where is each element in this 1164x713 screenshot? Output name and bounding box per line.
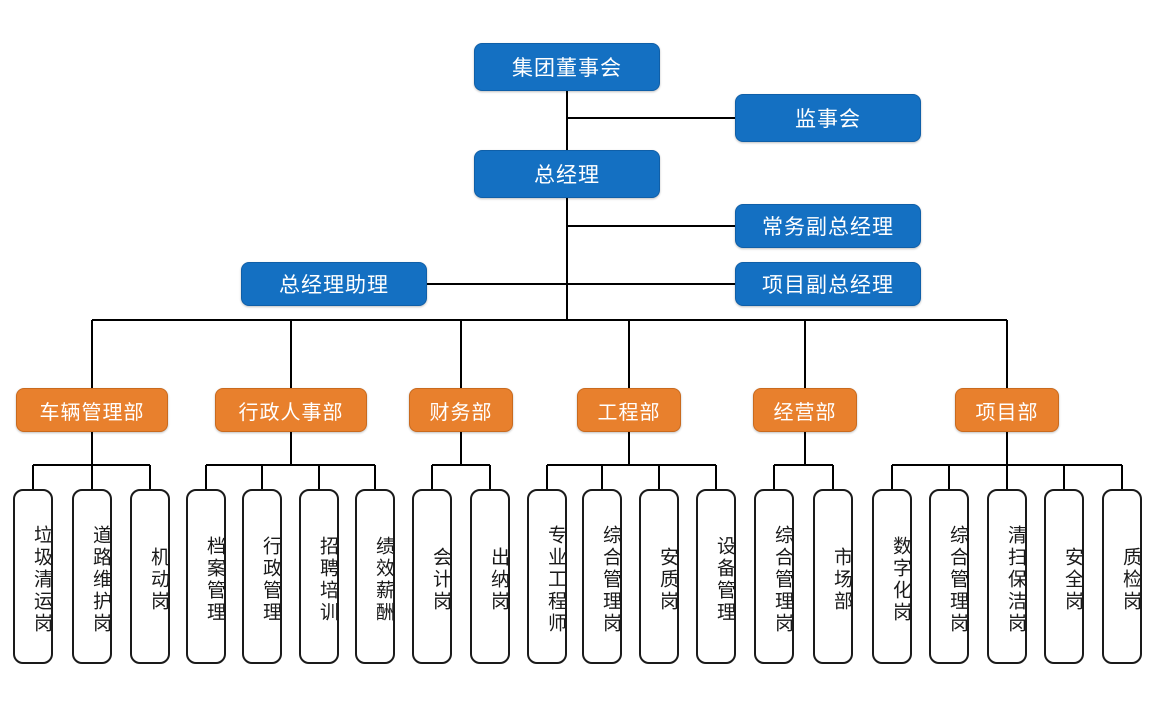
- position-label: 专业工程师: [545, 524, 566, 635]
- node-label: 常务副总经理: [762, 216, 894, 239]
- node-board[interactable]: 集团董事会: [474, 43, 660, 91]
- position-label: 安质岗: [657, 546, 678, 613]
- position-garbage-transport[interactable]: 垃圾清运岗: [13, 489, 53, 664]
- position-label: 机动岗: [148, 546, 169, 613]
- dept-engineering[interactable]: 工程部: [577, 388, 681, 432]
- dept-label: 项目部: [975, 401, 1039, 424]
- position-cashier[interactable]: 出纳岗: [470, 489, 510, 664]
- position-archive-management[interactable]: 档案管理: [186, 489, 226, 664]
- position-label: 综合管理岗: [600, 524, 621, 635]
- node-executive-deputy-gm[interactable]: 常务副总经理: [735, 204, 921, 248]
- position-operations-general-management[interactable]: 综合管理岗: [754, 489, 794, 664]
- position-safety-quality[interactable]: 安质岗: [639, 489, 679, 664]
- position-digitalization[interactable]: 数字化岗: [872, 489, 912, 664]
- position-recruitment-training[interactable]: 招聘培训: [299, 489, 339, 664]
- position-performance-compensation[interactable]: 绩效薪酬: [355, 489, 395, 664]
- position-label: 出纳岗: [488, 546, 509, 613]
- position-professional-engineer[interactable]: 专业工程师: [527, 489, 567, 664]
- dept-operations[interactable]: 经营部: [753, 388, 857, 432]
- dept-label: 车辆管理部: [39, 401, 145, 424]
- position-label: 行政管理: [260, 535, 281, 624]
- dept-finance[interactable]: 财务部: [409, 388, 513, 432]
- dept-project[interactable]: 项目部: [955, 388, 1059, 432]
- position-label: 道路维护岗: [90, 524, 111, 635]
- node-label: 集团董事会: [512, 57, 622, 80]
- position-label: 垃圾清运岗: [31, 524, 52, 635]
- position-label: 档案管理: [204, 535, 225, 624]
- position-admin-management[interactable]: 行政管理: [242, 489, 282, 664]
- position-label: 质检岗: [1120, 546, 1141, 613]
- position-mobile-post[interactable]: 机动岗: [130, 489, 170, 664]
- node-label: 监事会: [795, 108, 861, 131]
- position-cleaning[interactable]: 清扫保洁岗: [987, 489, 1027, 664]
- dept-vehicle-management[interactable]: 车辆管理部: [16, 388, 168, 432]
- node-label: 总经理: [534, 164, 600, 187]
- position-label: 综合管理岗: [947, 524, 968, 635]
- position-equipment-management[interactable]: 设备管理: [696, 489, 736, 664]
- node-general-manager[interactable]: 总经理: [474, 150, 660, 198]
- position-label: 数字化岗: [890, 535, 911, 624]
- dept-label: 行政人事部: [238, 401, 344, 424]
- dept-label: 经营部: [773, 401, 837, 424]
- position-label: 招聘培训: [317, 535, 338, 624]
- dept-label: 工程部: [597, 401, 661, 424]
- position-project-general-management[interactable]: 综合管理岗: [929, 489, 969, 664]
- node-label: 项目副总经理: [762, 274, 894, 297]
- position-label: 安全岗: [1062, 546, 1083, 613]
- node-supervisory-board[interactable]: 监事会: [735, 94, 921, 142]
- node-gm-assistant[interactable]: 总经理助理: [241, 262, 427, 306]
- node-project-deputy-gm[interactable]: 项目副总经理: [735, 262, 921, 306]
- position-label: 市场部: [831, 546, 852, 613]
- position-label: 会计岗: [430, 546, 451, 613]
- dept-label: 财务部: [429, 401, 493, 424]
- position-label: 清扫保洁岗: [1005, 524, 1026, 635]
- position-marketing[interactable]: 市场部: [813, 489, 853, 664]
- node-label: 总经理助理: [279, 274, 389, 297]
- dept-admin-hr[interactable]: 行政人事部: [215, 388, 367, 432]
- position-label: 综合管理岗: [772, 524, 793, 635]
- position-engineering-general-management[interactable]: 综合管理岗: [582, 489, 622, 664]
- position-quality-check[interactable]: 质检岗: [1102, 489, 1142, 664]
- position-safety[interactable]: 安全岗: [1044, 489, 1084, 664]
- position-label: 设备管理: [714, 535, 735, 624]
- position-label: 绩效薪酬: [373, 535, 394, 624]
- position-accounting[interactable]: 会计岗: [412, 489, 452, 664]
- position-road-maintenance[interactable]: 道路维护岗: [72, 489, 112, 664]
